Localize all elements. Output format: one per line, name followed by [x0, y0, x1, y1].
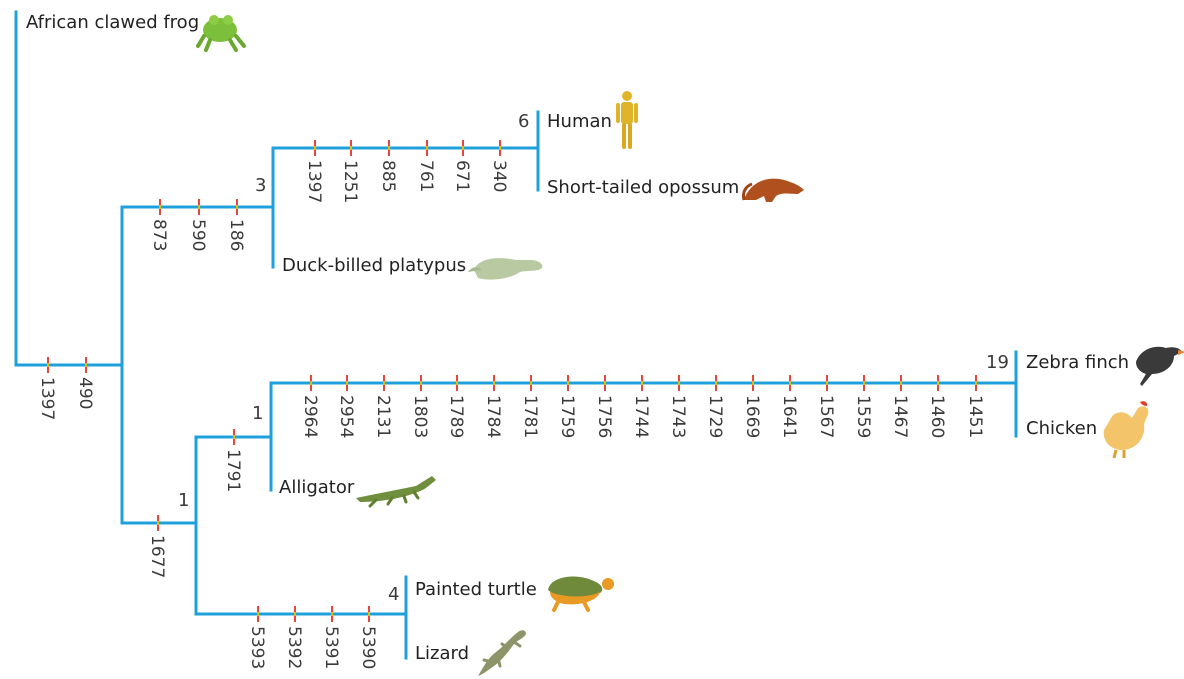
branch-number: 1784 — [483, 395, 503, 438]
branch-number: 1641 — [779, 395, 799, 438]
branch-number: 1789 — [446, 395, 466, 438]
branch-number: 340 — [489, 160, 509, 192]
taxon-frog: African clawed frog — [26, 12, 199, 33]
opossum-icon — [742, 178, 804, 202]
branch-number: 1669 — [742, 395, 762, 438]
taxon-platypus: Duck-billed platypus — [282, 255, 466, 276]
branch-number: 1451 — [965, 395, 985, 438]
finch-bird-icon — [1136, 346, 1184, 386]
node-label-therians: 6 — [518, 111, 529, 132]
branch-number: 590 — [188, 219, 208, 251]
branch-number: 1567 — [816, 395, 836, 438]
human-figure-icon — [616, 91, 638, 149]
branch-number: 1729 — [705, 395, 725, 438]
node-label-archosaurs: 1 — [252, 403, 263, 424]
branch-number: 186 — [226, 219, 246, 251]
branch-number: 5390 — [358, 626, 378, 669]
node-label-mammals: 3 — [255, 175, 266, 196]
lizard-icon — [478, 630, 526, 676]
taxon-opossum: Short-tailed opossum — [547, 177, 739, 198]
taxon-human: Human — [547, 111, 612, 132]
branch-number: 490 — [75, 377, 95, 409]
branch-number: 2131 — [373, 395, 393, 438]
node-label-reptiles: 1 — [178, 490, 189, 511]
branch-ticks — [47, 140, 977, 622]
branch-number: 1756 — [594, 395, 614, 438]
branch-number: 671 — [452, 160, 472, 192]
branch-number: 885 — [378, 160, 398, 192]
node-label-birds: 19 — [986, 352, 1009, 373]
branch-number: 1251 — [340, 160, 360, 203]
branch-number: 5392 — [284, 626, 304, 669]
branch-number: 873 — [149, 219, 169, 251]
branch-number: 2954 — [336, 395, 356, 438]
branch-number: 1467 — [890, 395, 910, 438]
branch-number: 1397 — [37, 377, 57, 420]
branch-number: 5393 — [247, 626, 267, 669]
tree-branches — [14, 10, 1018, 660]
platypus-icon — [468, 258, 543, 280]
taxon-turtle: Painted turtle — [415, 579, 537, 600]
branch-number: 761 — [416, 160, 436, 192]
branch-number: 1759 — [557, 395, 577, 438]
branch-number: 5391 — [321, 626, 341, 669]
branch-number: 1791 — [223, 449, 243, 492]
chicken-icon — [1103, 401, 1149, 459]
taxon-lizard: Lizard — [415, 643, 469, 664]
branch-number: 1743 — [668, 395, 688, 438]
branch-frog — [14, 10, 124, 367]
frog-icon — [196, 15, 246, 52]
turtle-icon — [548, 576, 614, 612]
branch-number: 1744 — [631, 395, 651, 438]
branch-number: 1397 — [304, 160, 324, 203]
alligator-icon — [356, 476, 436, 508]
taxon-alligator: Alligator — [279, 477, 355, 498]
branch-number: 1803 — [410, 395, 430, 438]
branch-numbers: 1397 490 873 590 186 1397 1251 885 761 671 340 1677… — [37, 160, 985, 669]
branch-number: 1559 — [853, 395, 873, 438]
taxon-finch: Zebra finch — [1026, 352, 1129, 373]
branch-number: 2964 — [300, 395, 320, 438]
branch-number: 1677 — [147, 535, 167, 578]
node-label-turtle-lizard: 4 — [388, 584, 399, 605]
taxon-chicken: Chicken — [1026, 418, 1097, 439]
branch-number: 1781 — [520, 395, 540, 438]
branch-number: 1460 — [927, 395, 947, 438]
